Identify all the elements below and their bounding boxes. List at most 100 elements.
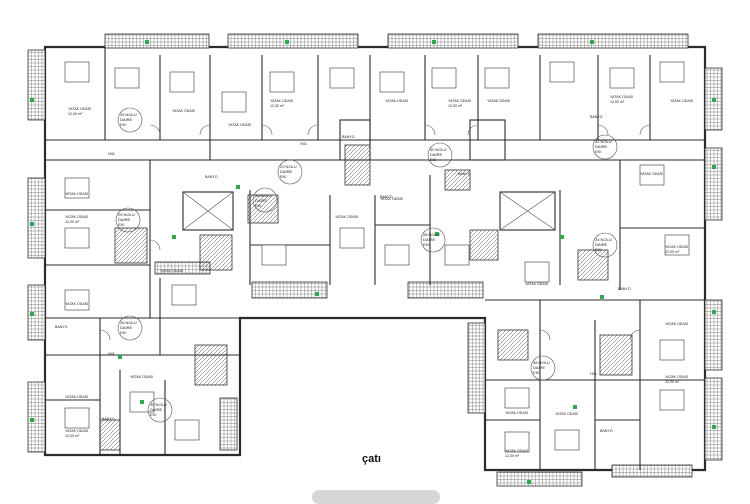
bath-label: BANYO: [380, 195, 393, 199]
bath-label: BANYO: [205, 175, 218, 179]
room-label: YATAK ODASI: [68, 107, 91, 111]
svg-text:DAIRE: DAIRE: [255, 198, 268, 203]
area-label: 12,00 m²: [65, 434, 80, 438]
svg-text:EKI: EKI: [150, 412, 156, 417]
unit-tag: 28 NOLU DAIRE EKI: [420, 227, 446, 253]
unit-tag: 38 NOLU DAIRE EKI: [530, 355, 556, 381]
svg-text:DAIRE: DAIRE: [120, 117, 133, 122]
area-label: 12,00 m²: [665, 250, 680, 254]
svg-text:EKI: EKI: [120, 122, 126, 127]
hall-label: HOL: [300, 142, 307, 146]
svg-text:DAIRE: DAIRE: [120, 325, 133, 330]
area-labels: 12,00 m² 12,00 m² 12,00 m² 12,00 m² 12,0…: [65, 100, 680, 458]
room-label: YATAK ODASI: [65, 429, 88, 433]
area-label: 12,00 m²: [270, 104, 285, 108]
unit-tag: 26 NOLU DAIRE EKI: [117, 315, 143, 341]
svg-text:32 NOLU: 32 NOLU: [595, 139, 612, 144]
unit-tag: 32 NOLU DAIRE EKI: [592, 134, 618, 160]
lower-left-wing: [45, 278, 240, 455]
bath-label: BANYO: [458, 172, 471, 176]
service-labels: BANYO BANYO BANYO BANYO BANYO BANYO BANY…: [55, 115, 631, 433]
svg-text:DAIRE: DAIRE: [118, 217, 131, 222]
svg-text:DAIRE: DAIRE: [595, 144, 608, 149]
svg-text:DAIRE: DAIRE: [533, 365, 546, 370]
room-label: YATAK ODASI: [130, 375, 153, 379]
hall-label: HOL: [108, 152, 115, 156]
top-balconies: [27, 33, 723, 487]
area-label: 12,00 m²: [505, 454, 520, 458]
room-label: YATAK ODASI: [228, 123, 251, 127]
unit-tag: 23 NOLU DAIRE EKI: [277, 159, 303, 185]
room-label: YATAK ODASI: [65, 215, 88, 219]
area-label: 12,00 m²: [665, 380, 680, 384]
middle-band: [45, 144, 705, 318]
svg-text:30 NOLU: 30 NOLU: [430, 147, 447, 152]
bath-label: BANYO: [618, 287, 631, 291]
hall-label: HOL: [590, 372, 597, 376]
room-label: YATAK ODASI: [380, 197, 403, 201]
unit-tag: 35 NOLU DAIRE EKI: [147, 397, 173, 423]
svg-text:EKI: EKI: [595, 149, 601, 154]
svg-text:35 NOLU: 35 NOLU: [150, 402, 167, 407]
hall-label: HOL: [108, 352, 115, 356]
room-label: YATAK ODASI: [610, 95, 633, 99]
unit-tag: 34 NOLU DAIRE EKI: [592, 232, 618, 258]
svg-text:36 NOLU: 36 NOLU: [255, 193, 272, 198]
svg-text:33 NOLU: 33 NOLU: [120, 112, 137, 117]
room-label: YATAK ODASI: [525, 282, 548, 286]
svg-text:DAIRE: DAIRE: [430, 152, 443, 157]
svg-text:23 NOLU: 23 NOLU: [280, 164, 297, 169]
unit-tag: 33 NOLU DAIRE EKI: [117, 107, 143, 133]
area-label: 12,00 m²: [68, 112, 83, 116]
area-label: 12,00 m²: [448, 104, 463, 108]
svg-text:EKI: EKI: [533, 370, 539, 375]
bath-label: BANYO: [600, 429, 613, 433]
svg-text:EKI: EKI: [595, 247, 601, 252]
unit-tags: 33 NOLU DAIRE EKI 32 NOLU DAIRE EKI 23 N…: [115, 107, 618, 423]
unit-tag: 36 NOLU DAIRE EKI: [252, 187, 278, 213]
room-label: YATAK ODASI: [555, 412, 578, 416]
room-label: YATAK ODASI: [160, 269, 183, 273]
svg-text:EKI: EKI: [423, 242, 429, 247]
roof-label: çatı: [362, 453, 381, 465]
svg-text:26 NOLU: 26 NOLU: [120, 320, 137, 325]
svg-text:EKI: EKI: [120, 330, 126, 335]
svg-text:EKI: EKI: [430, 157, 436, 162]
bath-label: BANYO: [102, 417, 115, 421]
svg-text:EKI: EKI: [118, 222, 124, 227]
svg-text:DAIRE: DAIRE: [423, 237, 436, 242]
room-label: YATAK ODASI: [505, 411, 528, 415]
area-label: 12,00 m²: [65, 220, 80, 224]
svg-text:34 NOLU: 34 NOLU: [595, 237, 612, 242]
bottom-overlay-bar: [312, 490, 440, 504]
bed-furniture: [64, 61, 690, 453]
room-label: YATAK ODASI: [665, 322, 688, 326]
room-label: YATAK ODASI: [65, 395, 88, 399]
area-label: 12,00 m²: [610, 100, 625, 104]
room-label: YATAK ODASI: [670, 99, 693, 103]
bath-label: BANYO: [55, 325, 68, 329]
unit-tag: 30 NOLU DAIRE EKI: [427, 142, 453, 168]
room-label: YATAK ODASI: [385, 99, 408, 103]
bath-label: BANYO: [342, 135, 355, 139]
svg-text:28 NOLU: 28 NOLU: [423, 232, 440, 237]
room-labels: YATAK ODASI YATAK ODASI YATAK ODASI YATA…: [65, 95, 693, 453]
room-label: YATAK ODASI: [665, 245, 688, 249]
lower-right-wing: [485, 299, 705, 470]
green-markers: [30, 40, 716, 484]
room-label: YATAK ODASI: [640, 172, 663, 176]
room-label: YATAK ODASI: [65, 302, 88, 306]
svg-text:DAIRE: DAIRE: [280, 169, 293, 174]
door-swings: [99, 124, 651, 341]
unit-tag: 25 NOLU DAIRE EKI: [115, 207, 141, 233]
svg-text:DAIRE: DAIRE: [595, 242, 608, 247]
room-label: YATAK ODASI: [65, 192, 88, 196]
svg-text:38 NOLU: 38 NOLU: [533, 360, 550, 365]
room-label: YATAK ODASI: [665, 375, 688, 379]
room-label: YATAK ODASI: [505, 449, 528, 453]
svg-text:25 NOLU: 25 NOLU: [118, 212, 135, 217]
svg-text:EKI: EKI: [280, 174, 286, 179]
bath-label: BANYO: [590, 115, 603, 119]
svg-text:EKI: EKI: [255, 203, 261, 208]
